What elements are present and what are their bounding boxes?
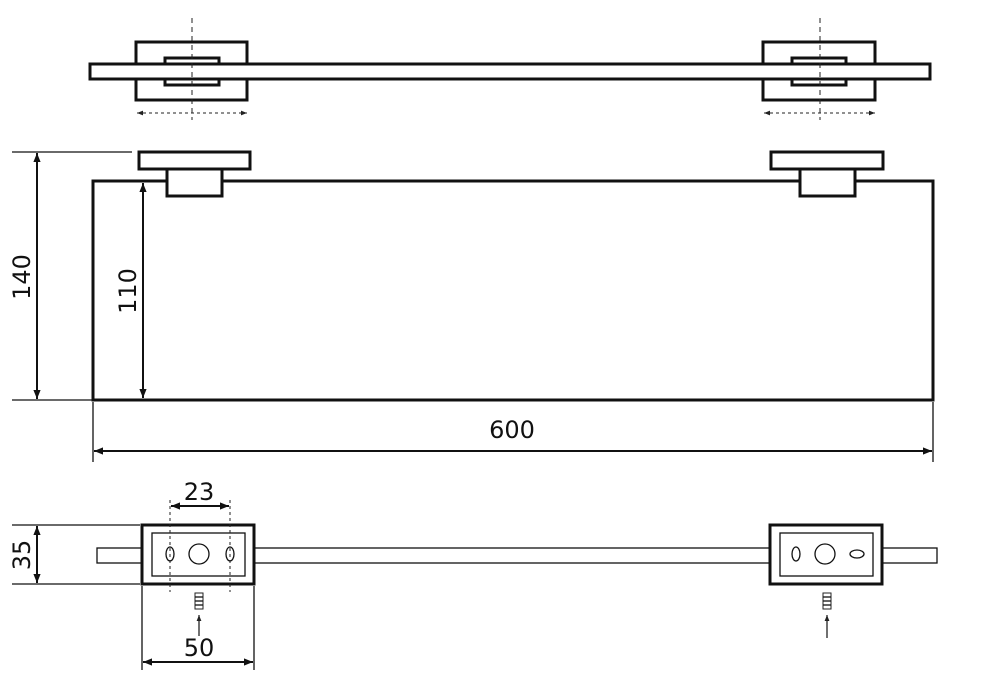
dim-23-label: 23	[184, 478, 215, 506]
bottom-left-bracket-inner	[151, 532, 246, 577]
front-view: 140 110 600	[8, 150, 935, 462]
bottom-right-bracket-inner	[779, 532, 874, 577]
dim-35-label: 35	[8, 540, 36, 571]
dim-110-label: 110	[114, 268, 142, 314]
bottom-left-center-hole	[188, 543, 210, 565]
bottom-bar	[96, 547, 938, 564]
front-right-bracket-top	[769, 150, 885, 171]
bottom-view: 23 35 50	[8, 478, 938, 670]
top-shelf-bar	[88, 62, 932, 81]
bottom-right-slot-left	[791, 546, 801, 562]
left-set-screw-icon	[194, 592, 204, 636]
bottom-right-bracket-outer	[768, 523, 884, 586]
bottom-left-bracket-outer	[140, 523, 256, 586]
front-left-bracket-stem-overlay	[165, 167, 224, 198]
dim-50-label: 50	[184, 634, 215, 662]
bottom-right-center-hole	[814, 543, 836, 565]
bottom-right-slot-right	[849, 549, 865, 559]
right-set-screw-icon	[822, 592, 832, 638]
front-shelf-body	[91, 179, 935, 402]
dim-600-label: 600	[489, 416, 535, 444]
top-view	[88, 18, 932, 120]
front-right-bracket-stem-overlay	[798, 167, 857, 198]
dim-140-label: 140	[8, 254, 36, 300]
front-left-bracket-top	[137, 150, 252, 171]
